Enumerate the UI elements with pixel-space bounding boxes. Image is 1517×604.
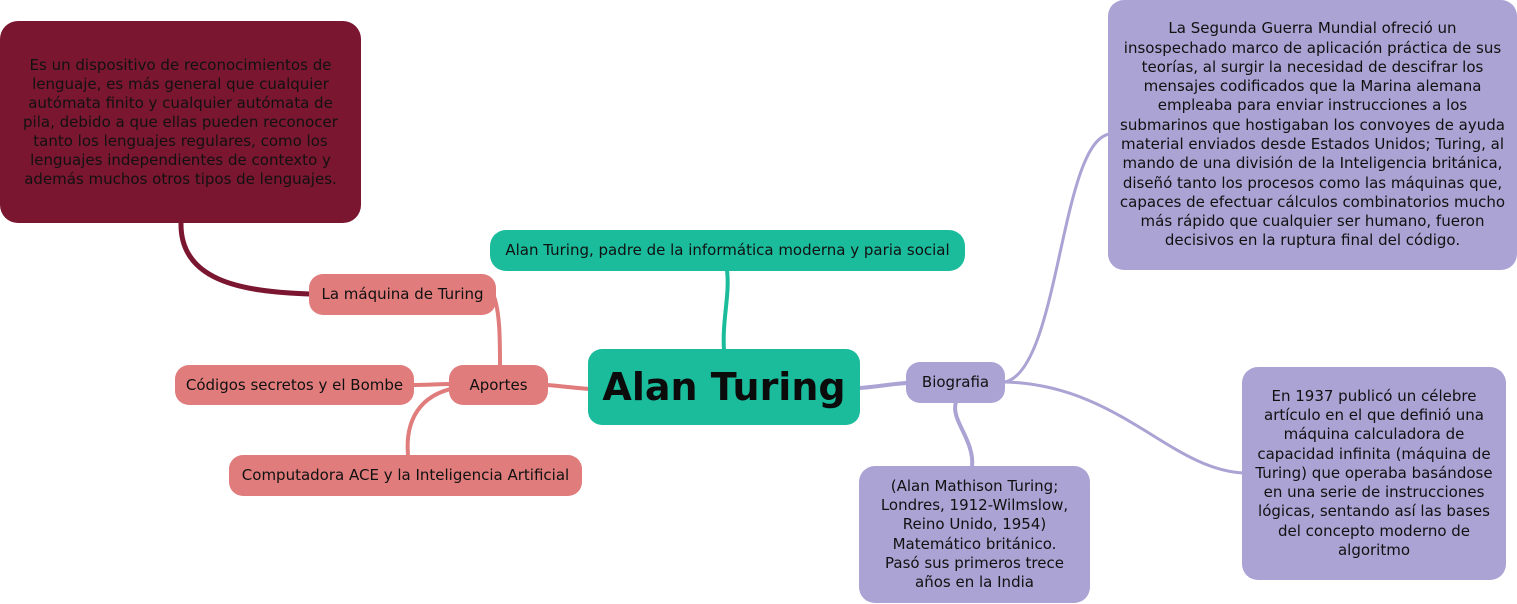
topic-computadora-ace[interactable]: Computadora ACE y la Inteligencia Artifi… <box>229 455 582 496</box>
connector-biografia-1937 <box>1004 380 1245 475</box>
detail-articulo-1937[interactable]: En 1937 publicó un célebre artículo en e… <box>1242 367 1506 580</box>
topic-maquina-turing[interactable]: La máquina de Turing <box>309 274 496 315</box>
connector-biografia-guerra <box>1004 132 1111 384</box>
detail-segunda-guerra-text: La Segunda Guerra Mundial ofreció un ins… <box>1119 19 1506 250</box>
topic-codigos-secretos[interactable]: Códigos secretos y el Bombe <box>175 365 414 405</box>
central-topic[interactable]: Alan Turing <box>588 349 860 425</box>
connector-central-aportes <box>546 383 591 391</box>
connector-biografia-nacimiento <box>953 401 975 468</box>
detail-nacimiento[interactable]: (Alan Mathison Turing; Londres, 1912-Wil… <box>859 466 1090 603</box>
topic-padre-informatica[interactable]: Alan Turing, padre de la informática mod… <box>490 230 965 271</box>
central-topic-label: Alan Turing <box>602 364 846 409</box>
detail-articulo-1937-text: En 1937 publicó un célebre artículo en e… <box>1255 386 1493 560</box>
topic-aportes[interactable]: Aportes <box>449 365 548 405</box>
detail-maquina-turing[interactable]: Es un dispositivo de reconocimientos de … <box>0 21 361 223</box>
connector-central-biografia <box>858 381 908 390</box>
connector-central-top <box>721 269 730 351</box>
topic-biografia[interactable]: Biografia <box>906 362 1005 403</box>
connector-aportes-computadora <box>405 386 456 456</box>
connector-aportes-codigos <box>411 382 453 387</box>
topic-biografia-label: Biografia <box>921 373 990 391</box>
topic-codigos-secretos-label: Códigos secretos y el Bombe <box>185 375 404 394</box>
detail-maquina-turing-text: Es un dispositivo de reconocimientos de … <box>23 55 338 188</box>
topic-maquina-turing-label: La máquina de Turing <box>321 285 484 303</box>
detail-segunda-guerra[interactable]: La Segunda Guerra Mundial ofreció un ins… <box>1108 0 1517 270</box>
detail-nacimiento-text: (Alan Mathison Turing; Londres, 1912-Wil… <box>880 476 1069 592</box>
topic-computadora-ace-label: Computadora ACE y la Inteligencia Artifi… <box>241 466 570 484</box>
topic-aportes-label: Aportes <box>469 375 528 394</box>
connector-maquina-detail <box>178 222 311 297</box>
topic-padre-informatica-label: Alan Turing, padre de la informática mod… <box>505 241 950 259</box>
